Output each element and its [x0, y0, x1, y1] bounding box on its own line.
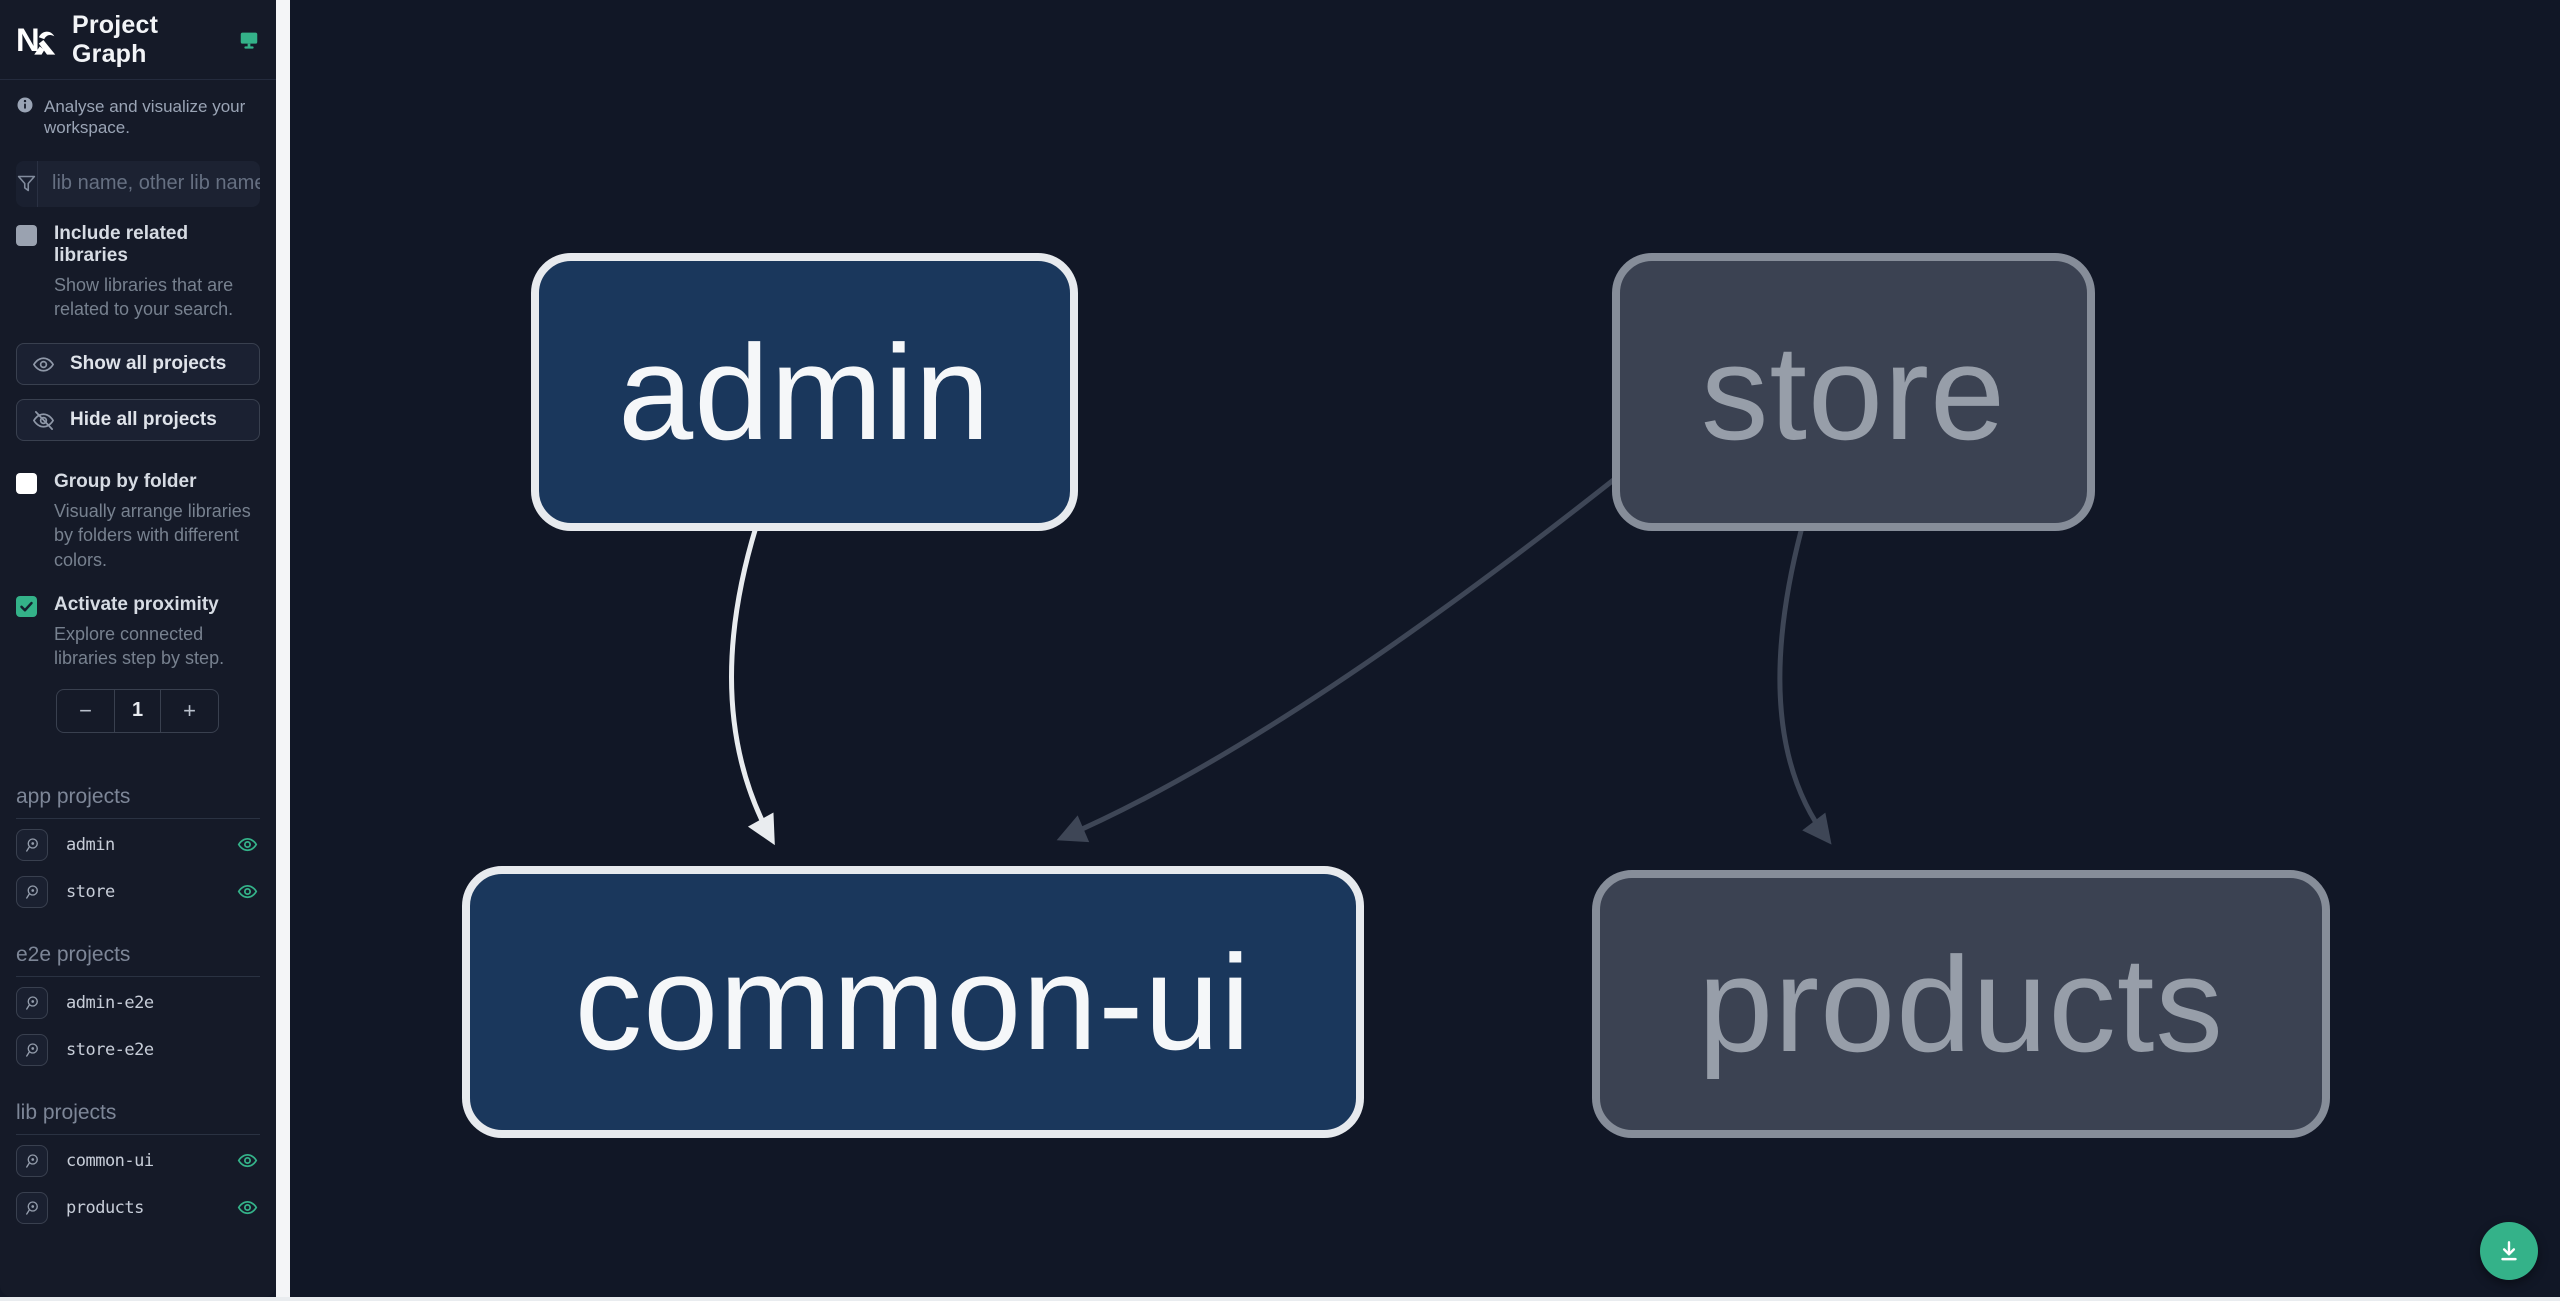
checkbox-include-related[interactable]: [16, 224, 37, 246]
info-icon: [16, 96, 34, 114]
focus-icon[interactable]: [16, 1144, 48, 1177]
project-row-admin-e2e[interactable]: admin-e2e: [0, 982, 276, 1024]
filter-input[interactable]: [38, 160, 260, 207]
section-title-lib-projects: lib projects: [16, 1101, 260, 1135]
node-label: common-ui: [574, 926, 1252, 1078]
checkbox-group-by-folder[interactable]: [16, 473, 37, 495]
project-name: admin-e2e: [66, 992, 154, 1013]
project-row-admin[interactable]: admin: [0, 824, 276, 866]
edge-admin-common-ui[interactable]: [729, 524, 775, 846]
proximity-increment-button[interactable]: +: [161, 690, 218, 732]
graph-node-store[interactable]: store: [1612, 253, 2095, 531]
monitor-icon[interactable]: [238, 29, 260, 51]
button-label: Show all projects: [70, 353, 227, 375]
option-label: Include related libraries: [54, 222, 189, 266]
visibility-eye-icon[interactable]: [234, 879, 260, 905]
project-row-store-e2e[interactable]: store-e2e: [0, 1029, 276, 1071]
project-name: common-ui: [66, 1150, 154, 1171]
visibility-eye-icon[interactable]: [234, 1195, 260, 1221]
checkbox-activate-proximity[interactable]: [16, 595, 37, 617]
graph-node-admin[interactable]: admin: [531, 253, 1078, 531]
download-icon: [2496, 1238, 2522, 1264]
focus-icon[interactable]: [16, 986, 48, 1019]
funnel-icon: [16, 160, 38, 207]
focus-icon[interactable]: [16, 1033, 48, 1066]
filter-box: [16, 160, 260, 207]
tagline-text: Analyse and visualize your workspace.: [44, 97, 246, 138]
focus-icon[interactable]: [16, 1191, 48, 1224]
visibility-eye-icon[interactable]: [234, 832, 260, 858]
page-title: Project Graph: [72, 10, 159, 68]
focus-icon[interactable]: [16, 875, 48, 908]
option-label: Activate proximity: [54, 593, 219, 615]
check-icon: [19, 599, 34, 614]
option-include-related: Include related libraries Show libraries…: [0, 223, 276, 322]
proximity-decrement-button[interactable]: −: [57, 690, 114, 732]
project-name: store: [66, 881, 115, 902]
visibility-eye-icon[interactable]: [234, 1148, 260, 1174]
node-label: store: [1700, 316, 2007, 468]
project-name: store-e2e: [66, 1039, 154, 1060]
download-image-button[interactable]: [2480, 1222, 2538, 1280]
option-description: Explore connected libraries step by step…: [54, 623, 225, 669]
edge-store-common-ui[interactable]: [1056, 475, 1619, 843]
option-description: Show libraries that are related to your …: [54, 274, 234, 319]
project-row-products[interactable]: products: [0, 1187, 276, 1229]
node-label: admin: [618, 316, 991, 468]
hide-all-projects-button[interactable]: Hide all projects: [16, 399, 260, 442]
node-label: products: [1698, 928, 2224, 1080]
horizontal-scrollbar[interactable]: [0, 1297, 2560, 1301]
project-row-common-ui[interactable]: common-ui: [0, 1140, 276, 1182]
eye-slash-icon: [32, 409, 55, 432]
section-title-app-projects: app projects: [16, 785, 260, 819]
project-name: admin: [66, 834, 115, 855]
graph-node-products[interactable]: products: [1592, 870, 2330, 1138]
project-row-store[interactable]: store: [0, 871, 276, 913]
sidebar: N Project Graph: [0, 0, 276, 1297]
focus-icon[interactable]: [16, 828, 48, 861]
svg-text:N: N: [16, 20, 40, 57]
project-name: products: [66, 1197, 144, 1218]
edge-store-products[interactable]: [1777, 528, 1832, 845]
show-all-projects-button[interactable]: Show all projects: [16, 343, 260, 386]
option-description: Visually arrange libraries by folders wi…: [54, 501, 251, 570]
button-label: Hide all projects: [70, 409, 217, 431]
tagline-row: Analyse and visualize your workspace.: [16, 96, 260, 139]
option-label: Group by folder: [54, 471, 197, 493]
sidebar-scrollbar[interactable]: [276, 0, 290, 1301]
option-group-by-folder: Group by folder Visually arrange librari…: [0, 471, 276, 572]
nx-logo: N: [16, 20, 58, 60]
eye-icon: [32, 353, 55, 376]
sidebar-header: N Project Graph: [0, 0, 276, 80]
proximity-stepper: − 1 +: [56, 688, 219, 733]
graph-node-common-ui[interactable]: common-ui: [462, 866, 1364, 1138]
proximity-value: 1: [114, 689, 161, 732]
option-activate-proximity: Activate proximity Explore connected lib…: [0, 594, 276, 671]
section-title-e2e-projects: e2e projects: [16, 943, 260, 977]
